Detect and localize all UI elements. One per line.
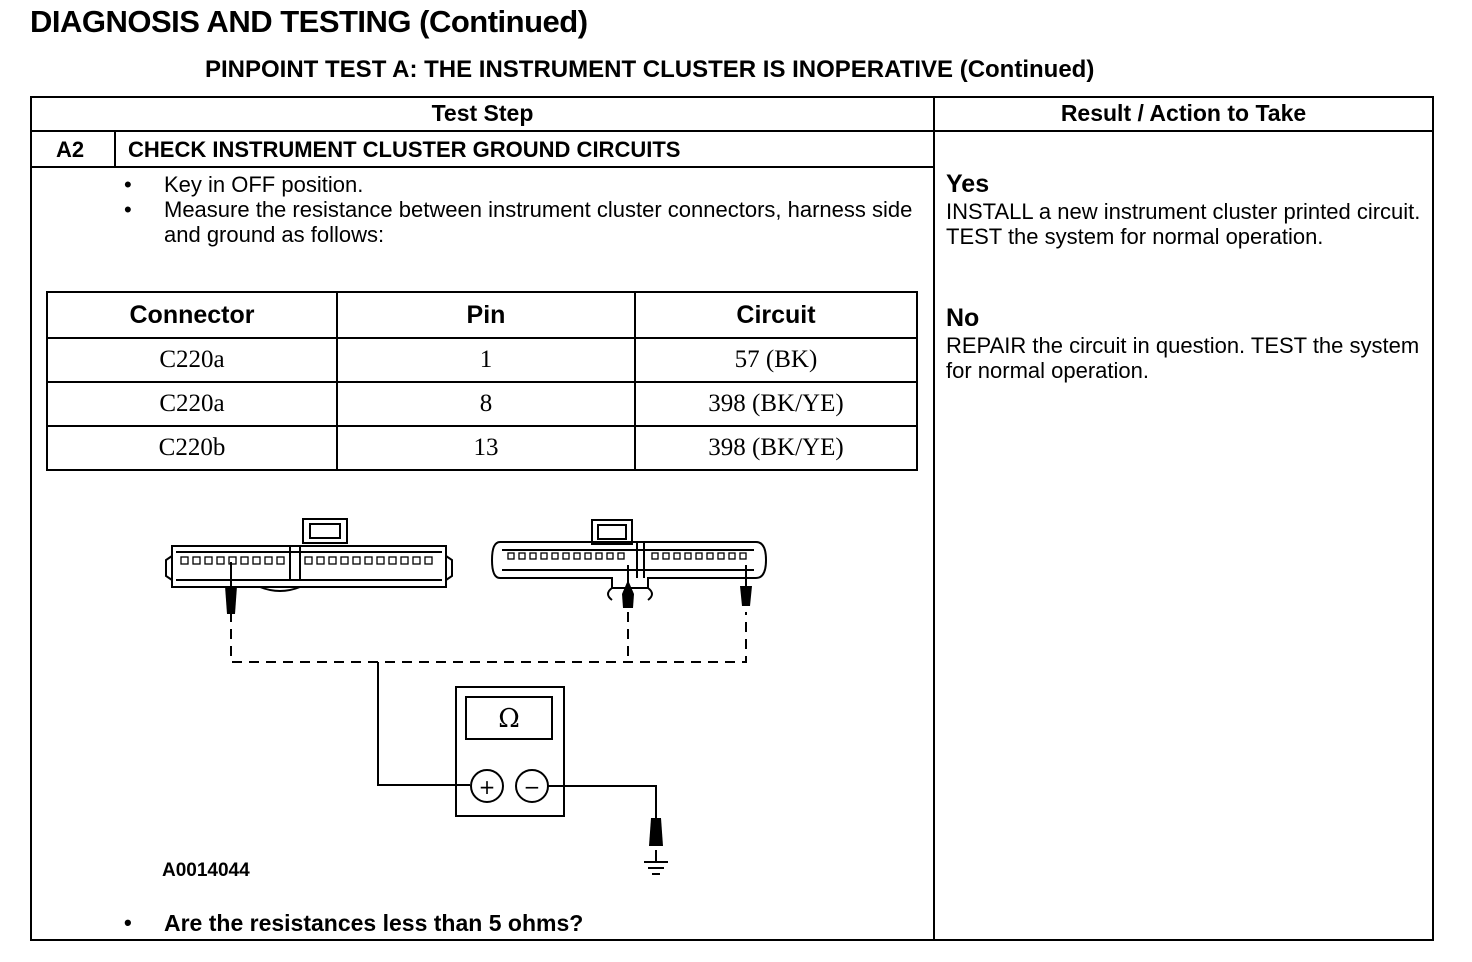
- column-header-test-step: Test Step: [431, 100, 534, 126]
- table-header-circuit: Circuit: [634, 291, 918, 339]
- step-row-divider: [30, 166, 935, 168]
- table-row: C220a 1 57 (BK): [46, 337, 918, 383]
- test-table-frame: [30, 96, 1434, 941]
- result-text: INSTALL a new instrument cluster printed…: [946, 199, 1421, 249]
- instruction-text: Measure the resistance between instrumen…: [164, 197, 913, 247]
- column-header-result: Result / Action to Take: [1060, 100, 1307, 126]
- table-header-row: Connector Pin Circuit: [46, 291, 918, 339]
- cell-pin: 13: [336, 425, 636, 471]
- bullet-dot: •: [124, 910, 132, 935]
- table-row: C220b 13 398 (BK/YE): [46, 425, 918, 471]
- cell-pin: 1: [336, 337, 636, 383]
- result-heading: Yes: [946, 170, 990, 198]
- result-text: REPAIR the circuit in question. TEST the…: [946, 333, 1420, 383]
- column-divider: [933, 96, 935, 941]
- connector-c220b-icon: [490, 519, 768, 601]
- result-no: No REPAIR the circuit in question. TEST …: [946, 304, 1426, 383]
- bullet-dot: •: [124, 172, 132, 197]
- result-yes: Yes INSTALL a new instrument cluster pri…: [946, 170, 1426, 249]
- cell-connector: C220b: [46, 425, 338, 471]
- step-id-divider: [114, 130, 116, 167]
- table-row: C220a 8 398 (BK/YE): [46, 381, 918, 427]
- header-divider: [30, 130, 1434, 132]
- table-header-connector: Connector: [46, 291, 338, 339]
- connector-table: Connector Pin Circuit C220a 1 57 (BK) C2…: [46, 291, 918, 471]
- instruction-item: • Measure the resistance between instrum…: [122, 197, 922, 247]
- positive-terminal-icon: [470, 769, 504, 803]
- test-question: Are the resistances less than 5 ohms?: [164, 910, 584, 936]
- page-heading: DIAGNOSIS AND TESTING (Continued): [30, 4, 588, 39]
- cell-pin: 8: [336, 381, 636, 427]
- ground-icon: [644, 850, 668, 875]
- cell-circuit: 398 (BK/YE): [634, 381, 918, 427]
- instruction-item: • Key in OFF position.: [122, 172, 922, 197]
- table-header-pin: Pin: [336, 291, 636, 339]
- pinpoint-test-heading: PINPOINT TEST A: THE INSTRUMENT CLUSTER …: [205, 56, 1095, 83]
- step-title: CHECK INSTRUMENT CLUSTER GROUND CIRCUITS: [128, 137, 681, 162]
- cell-connector: C220a: [46, 381, 338, 427]
- connector-c220a-icon: [165, 518, 453, 592]
- ohm-symbol: Ω: [498, 704, 520, 734]
- probe-tips: [225, 580, 752, 846]
- figure-code: A0014044: [162, 860, 250, 881]
- cell-connector: C220a: [46, 337, 338, 383]
- plus-label: +: [479, 775, 496, 799]
- minus-label: −: [524, 775, 541, 799]
- ohmmeter-display: [465, 696, 553, 740]
- result-heading: No: [946, 304, 980, 332]
- cell-circuit: 398 (BK/YE): [634, 425, 918, 471]
- bullet-dot: •: [124, 197, 132, 222]
- instruction-text: Key in OFF position.: [164, 172, 364, 197]
- instruction-list: • Key in OFF position. • Measure the res…: [122, 172, 922, 247]
- cell-circuit: 57 (BK): [634, 337, 918, 383]
- step-id: A2: [56, 137, 85, 162]
- ohmmeter-body: [455, 686, 565, 817]
